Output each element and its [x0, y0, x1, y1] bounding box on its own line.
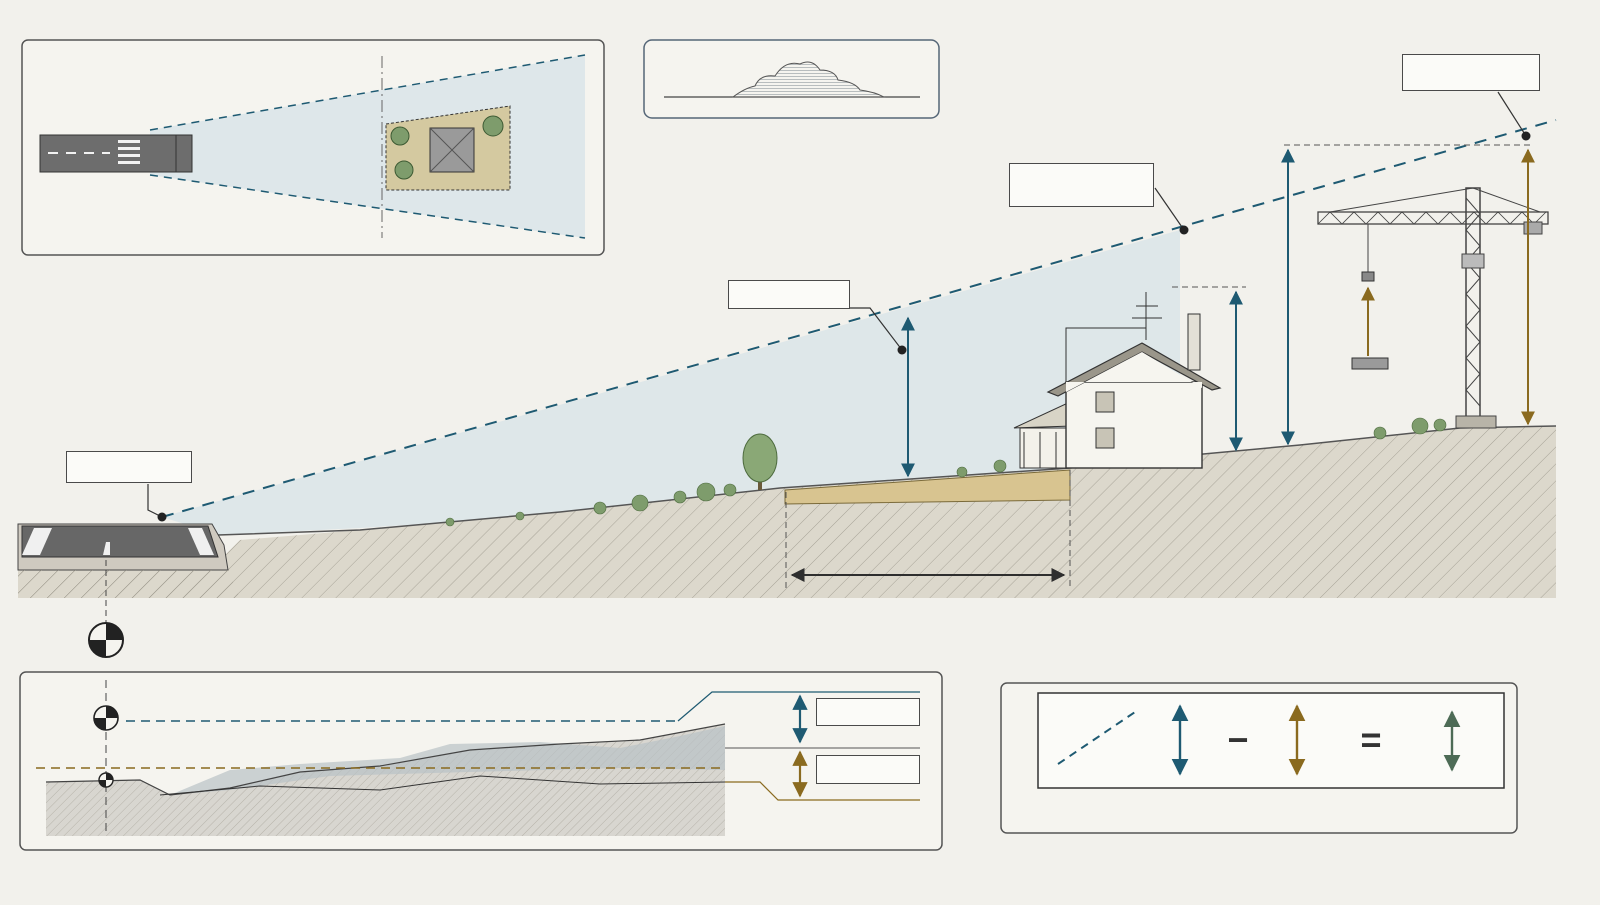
cloud-panel — [643, 39, 940, 119]
ground-section — [18, 417, 1557, 598]
plan-house-plot — [385, 105, 511, 191]
dimension-lines — [105, 144, 1535, 622]
legend-panel: − = — [1000, 682, 1518, 834]
datum-marker-icon — [98, 772, 114, 788]
datum-marker-icon — [88, 622, 124, 658]
house-icon — [1013, 292, 1222, 469]
callout-approach-surface — [728, 280, 850, 309]
datum-marker-icon — [93, 705, 119, 731]
tree-icon — [742, 433, 778, 490]
cloud-icon — [731, 61, 886, 98]
callout-clearance-point — [1009, 163, 1154, 207]
callout-profile-upper — [816, 698, 920, 726]
crane-icon — [1317, 187, 1549, 429]
profile-panel — [19, 671, 943, 851]
approach-surface — [161, 119, 1557, 535]
callout-profile-lower — [816, 755, 920, 784]
runway-section — [17, 523, 240, 598]
runway-icon — [39, 134, 193, 173]
callout-runway-threshold — [66, 451, 192, 483]
vegetation — [445, 417, 1447, 527]
callout-crane-height — [1402, 54, 1540, 91]
plan-view-panel — [21, 39, 605, 256]
leader-lines — [147, 91, 1531, 522]
legend-minus: − — [1227, 719, 1248, 760]
legend-equals: = — [1360, 719, 1381, 760]
